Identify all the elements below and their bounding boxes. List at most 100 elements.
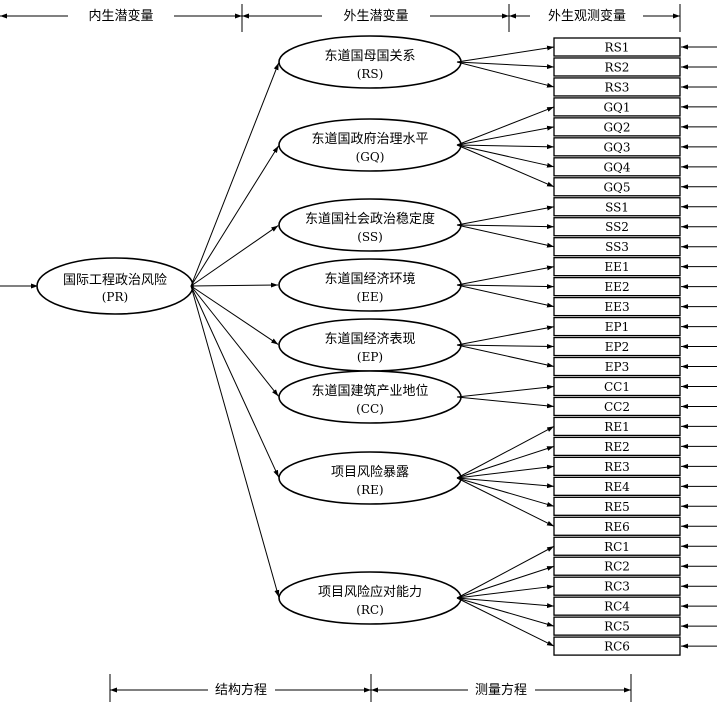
indicator-re2: RE2 [553, 436, 717, 457]
indicator-label: RS1 [605, 41, 630, 55]
measurement-path-rc5 [456, 597, 555, 627]
indicator-rc6: RC6 [553, 636, 717, 656]
latent-abbr: (EP) [357, 350, 383, 364]
measurement-path-cc1 [456, 384, 555, 398]
indicator-label: GQ1 [603, 100, 630, 114]
latent--gq-: 东道国政府治理水平(GQ) [278, 118, 462, 172]
latent-abbr: (CC) [356, 402, 384, 416]
latent--ep-: 东道国经济表现 (EP) [278, 318, 462, 372]
footer-structural-label: 结构方程 [215, 682, 267, 698]
measurement-path-re3 [456, 464, 555, 479]
measurement-path-ss1 [456, 205, 555, 226]
indicator-label: EE2 [604, 280, 629, 294]
indicator-ee2: EE2 [553, 276, 717, 297]
structural-path--rc- [190, 285, 280, 598]
indicator-ep2: EP2 [553, 336, 717, 357]
indicator-box [553, 77, 681, 97]
indicator-box [553, 217, 681, 237]
measurement-path-gq3 [456, 144, 555, 150]
indicator-label: GQ2 [603, 120, 630, 134]
measurement-path-rc6 [456, 597, 555, 647]
measurement-path-ss3 [456, 224, 555, 248]
indicator-label: SS1 [605, 200, 629, 214]
indicator-label: RE5 [604, 500, 629, 514]
indicator-label: RS3 [605, 80, 630, 94]
indicator-rs1: RS1 [553, 37, 717, 57]
measurement-path-rc2 [456, 565, 555, 599]
indicator-rc1: RC1 [553, 536, 717, 556]
measurement-path-ee1 [456, 265, 555, 286]
indicator-label: GQ5 [603, 180, 630, 194]
indicator-ss2: SS2 [553, 217, 717, 237]
indicator-label: RC4 [604, 600, 630, 614]
indicator-gq4: GQ4 [553, 157, 717, 177]
indicator-label: EP1 [605, 320, 629, 334]
indicator-box [553, 37, 681, 57]
measurement-path-rs2 [456, 61, 555, 70]
indicator-rc4: RC4 [553, 596, 717, 616]
measurement-path-cc2 [456, 396, 555, 409]
indicator-box [553, 57, 681, 77]
indicator-label: GQ4 [603, 160, 630, 174]
indicator-box [553, 197, 681, 217]
indicator-cc2: CC2 [553, 396, 717, 417]
footer-measurement-label: 测量方程 [475, 682, 527, 698]
measurement-path-gq4 [456, 144, 555, 168]
indicator-rc3: RC3 [553, 576, 717, 596]
indicator-box [553, 316, 681, 337]
latent-name: 东道国母国关系 [324, 49, 415, 64]
indicator-box [553, 576, 681, 596]
measurement-path-gq5 [456, 144, 555, 188]
indicator-box [553, 97, 681, 117]
indicator-label: RE6 [604, 520, 629, 534]
observed-indicators: RS1RS2RS3GQ1GQ2GQ3GQ4GQ5SS1SS2SS3EE1EE2E… [553, 37, 717, 656]
root-latent-name: 国际工程政治风险 [63, 273, 167, 288]
indicator-label: SS3 [605, 240, 629, 254]
indicator-label: RE4 [604, 480, 630, 494]
measurement-path-rs3 [456, 61, 555, 88]
measurement-path-gq1 [456, 106, 555, 146]
header-bands: 内生潜变量 外生潜变量 外生观测变量 [0, 4, 681, 32]
indicator-gq1: GQ1 [553, 97, 717, 117]
structural-path--ep- [190, 285, 279, 345]
measurement-path-re4 [456, 477, 555, 489]
indicator-box [553, 416, 681, 437]
indicator-rc2: RC2 [553, 556, 717, 576]
structural-paths [190, 62, 280, 598]
indicator-label: GQ3 [603, 140, 630, 154]
indicator-label: EE1 [604, 260, 629, 274]
indicator-label: RC5 [604, 620, 630, 634]
indicator-label: CC2 [604, 400, 630, 414]
indicator-box [553, 336, 681, 357]
structural-path--ee- [190, 282, 279, 288]
indicator-re3: RE3 [553, 456, 717, 477]
indicator-box [553, 117, 681, 137]
indicator-box [553, 356, 681, 377]
measurement-path-rc1 [456, 545, 555, 599]
indicator-rs3: RS3 [553, 77, 717, 97]
indicator-label: RE1 [604, 420, 629, 434]
latent-name: 项目风险应对能力 [318, 584, 422, 600]
indicator-gq2: GQ2 [553, 117, 717, 137]
indicator-box [553, 237, 681, 257]
indicator-label: SS2 [605, 220, 629, 234]
indicator-ss3: SS3 [553, 237, 717, 257]
indicator-box [553, 596, 681, 616]
indicator-label: EE3 [604, 300, 629, 314]
latent-abbr: (RS) [357, 67, 384, 81]
measurement-paths [456, 45, 555, 647]
latent-name: 东道国经济表现 [324, 332, 415, 347]
indicator-label: EP2 [605, 340, 629, 354]
structural-path--rs- [190, 62, 280, 287]
indicator-ee1: EE1 [553, 257, 717, 277]
root-latent: 国际工程政治风险 (PR) [0, 257, 194, 315]
indicator-box [553, 396, 681, 417]
indicator-box [553, 536, 681, 556]
indicator-cc1: CC1 [553, 376, 717, 397]
latent-abbr: (EE) [357, 290, 384, 304]
indicator-ss1: SS1 [553, 197, 717, 217]
measurement-path-re2 [456, 445, 555, 479]
indicator-ee3: EE3 [553, 296, 717, 317]
indicator-box [553, 436, 681, 457]
